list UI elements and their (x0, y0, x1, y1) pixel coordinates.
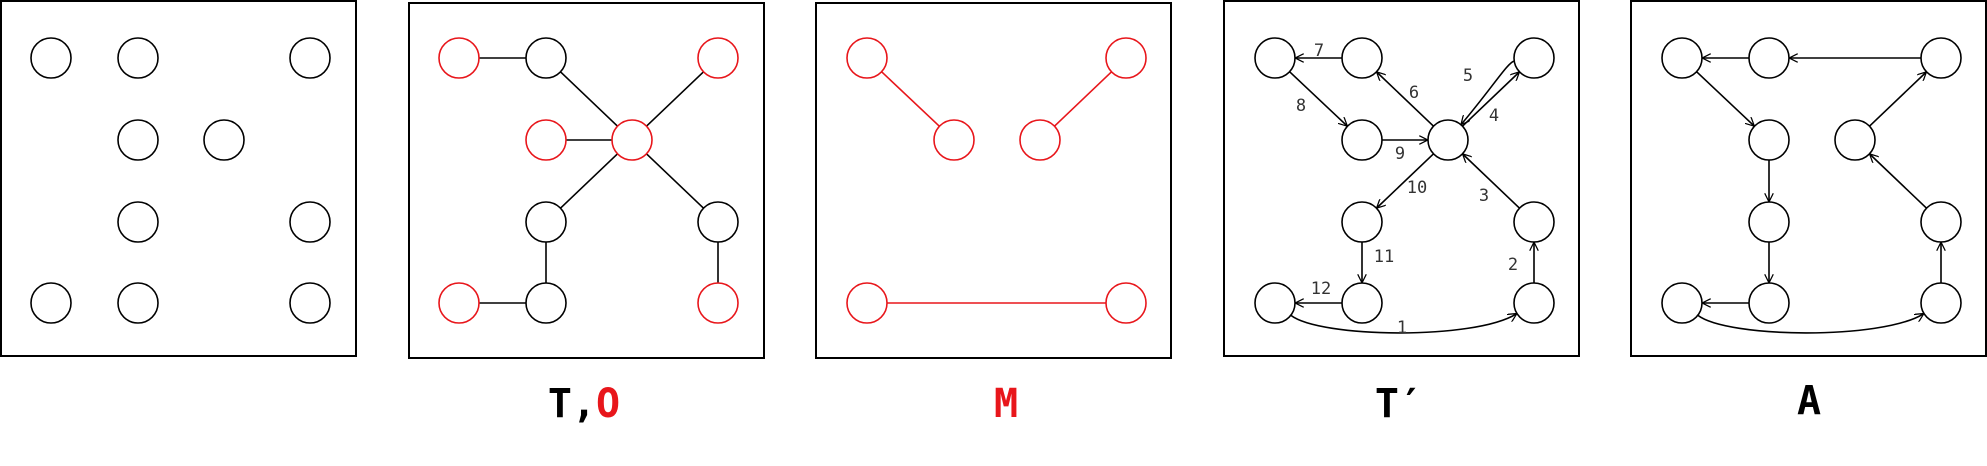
panel-4-edge-4 (1461, 72, 1518, 127)
panel-4-edge-8 (1289, 71, 1347, 126)
panel-5-vertex-d (1748, 119, 1790, 161)
panel-2-vertex-h (438, 282, 480, 324)
panel-5-vertex-j (1920, 282, 1962, 324)
panel-frame-directed-tour (1223, 0, 1580, 357)
panel-1-vertex-b (117, 37, 159, 79)
panel-4-edge-label-2: 2 (1508, 255, 1518, 275)
panel-1-vertex-g (289, 201, 331, 243)
panel-3-vertex-c (1105, 37, 1147, 79)
panel-4-vertex-i (1341, 282, 1383, 324)
panel-4-vertex-g (1513, 201, 1555, 243)
panel-3-vertex-e (1019, 119, 1061, 161)
panel-1-vertex-d (117, 119, 159, 161)
panel-1-vertex-h (30, 282, 72, 324)
panel-4-edge-label-9: 9 (1395, 144, 1405, 164)
panel-4-edge-label-4: 4 (1489, 106, 1499, 126)
panel-3-vertex-a (846, 37, 888, 79)
panel-3-vertex-j (1105, 282, 1147, 324)
panel-4-edge-label-5: 5 (1463, 66, 1473, 86)
panel-2-vertex-e (611, 119, 653, 161)
panel-3-matching-edge-ad (881, 71, 940, 127)
panel-4-edge-label-6: 6 (1409, 83, 1419, 103)
caption-comma: , (572, 381, 596, 427)
panel-5-edge-ec (1868, 72, 1925, 127)
panel-4-edge-label-7: 7 (1314, 41, 1324, 61)
panel-2-tree-edge-be (559, 71, 619, 127)
panel-4-edge-label-8: 8 (1296, 96, 1306, 116)
panel-4-vertex-j (1513, 282, 1555, 324)
panel-frame-points (0, 0, 357, 357)
caption-t: T (548, 381, 572, 427)
panel-3-matching-edge-ce (1053, 71, 1113, 127)
panel-4-edge-label-10: 10 (1407, 178, 1427, 198)
panel-5-vertex-e (1834, 119, 1876, 161)
panel-4-vertex-d (1341, 119, 1383, 161)
panel-5-vertex-h (1661, 282, 1703, 324)
panel-2-vertex-j (697, 282, 739, 324)
panel-4-vertex-h (1254, 282, 1296, 324)
panel-2-vertex-d (525, 119, 567, 161)
panel-5-vertex-a (1661, 37, 1703, 79)
panel-2-tree-edge-ce (645, 71, 705, 127)
panel-4-vertex-c (1513, 37, 1555, 79)
caption-tprime: T′ (1375, 381, 1423, 427)
panel-5-vertex-i (1748, 282, 1790, 324)
panel-1-vertex-i (117, 282, 159, 324)
panel-2-vertex-f (525, 201, 567, 243)
panel-2-vertex-i (525, 282, 567, 324)
panel-1-vertex-f (117, 201, 159, 243)
panel-4-vertex-e (1427, 119, 1469, 161)
panel-5-vertex-f (1748, 201, 1790, 243)
panel-5-vertex-c (1920, 37, 1962, 79)
panel-2-tree-edge-ef (559, 153, 619, 209)
panel-2-vertex-c (697, 37, 739, 79)
caption-m: M (994, 381, 1018, 427)
panel-5-edge-hj (1697, 314, 1923, 334)
panel-frame-matching (815, 2, 1172, 359)
panel-4-edge-1 (1290, 314, 1516, 334)
panel-frame-tour (1630, 0, 1987, 357)
panel-2-tree-edge-eg (645, 153, 705, 209)
panel-3-vertex-d (933, 119, 975, 161)
panel-4-vertex-b (1341, 37, 1383, 79)
caption-o: O (596, 381, 620, 427)
panel-3-vertex-h (846, 282, 888, 324)
panel-2-vertex-a (438, 37, 480, 79)
panel-4-vertex-a (1254, 37, 1296, 79)
caption-to: T,O (548, 381, 620, 427)
panel-4-edge-10 (1377, 153, 1435, 208)
panel-4-edge-3 (1463, 154, 1521, 209)
panel-4-edge-5 (1462, 60, 1515, 124)
panel-2-vertex-g (697, 201, 739, 243)
panel-frame-tree-and-odd-vertices (408, 2, 765, 359)
panel-2-vertex-b (525, 37, 567, 79)
panel-5-vertex-b (1748, 37, 1790, 79)
caption-a: A (1797, 378, 1821, 424)
panel-4-edge-label-3: 3 (1479, 186, 1489, 206)
panel-5-edge-ge (1870, 154, 1928, 209)
panel-4-vertex-f (1341, 201, 1383, 243)
panel-1-vertex-e (203, 119, 245, 161)
panel-4-edge-label-11: 11 (1374, 247, 1394, 267)
panel-1-vertex-j (289, 282, 331, 324)
panel-4-edge-label-1: 1 (1397, 318, 1407, 338)
panel-4-edge-6 (1377, 72, 1435, 127)
panel-5-vertex-g (1920, 201, 1962, 243)
panel-1-vertex-a (30, 37, 72, 79)
panel-1-vertex-c (289, 37, 331, 79)
panel-4-edge-label-12: 12 (1311, 279, 1331, 299)
panel-5-edge-ad (1696, 71, 1754, 126)
